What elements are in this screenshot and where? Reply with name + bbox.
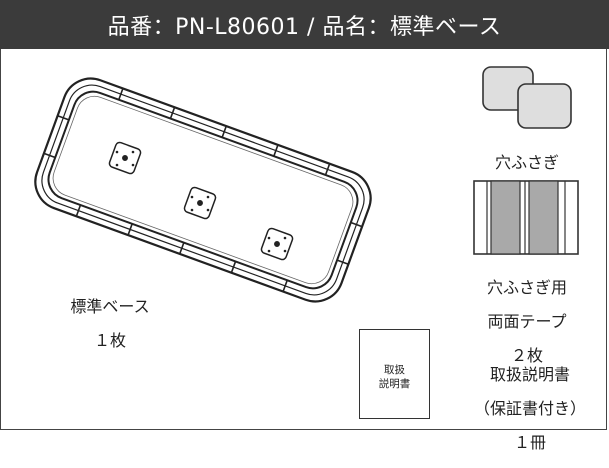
header-title: 品番：PN-L80601 / 品名：標準ベース <box>107 14 502 40</box>
base-name: 標準ベース <box>70 297 150 316</box>
plug-name: 穴ふさぎ <box>494 153 559 172</box>
tape-name-line2: 両面テープ <box>487 312 567 331</box>
double-sided-tape-illustration <box>473 180 579 255</box>
tape-qty: ２枚 <box>510 346 543 365</box>
page-header: 品番：PN-L80601 / 品名：標準ベース <box>0 0 609 49</box>
manual-label: 取扱説明書 （保証書付き） １冊 <box>455 349 605 468</box>
manual-cover-text: 取扱 説明書 <box>378 364 411 390</box>
hole-plug-illustration <box>482 66 572 129</box>
standard-base-illustration <box>34 77 372 303</box>
base-label: 標準ベース １枚 <box>60 281 160 366</box>
manual-illustration: 取扱 説明書 <box>359 329 430 419</box>
manual-name-line1: 取扱説明書 <box>489 365 570 384</box>
manual-qty: １冊 <box>513 433 546 452</box>
tape-name-line1: 穴ふさぎ用 <box>486 278 567 297</box>
tape-label: 穴ふさぎ用 両面テープ ２枚 <box>462 262 592 381</box>
base-qty: １枚 <box>93 331 126 350</box>
manual-name-line2: （保証書付き） <box>473 399 586 418</box>
